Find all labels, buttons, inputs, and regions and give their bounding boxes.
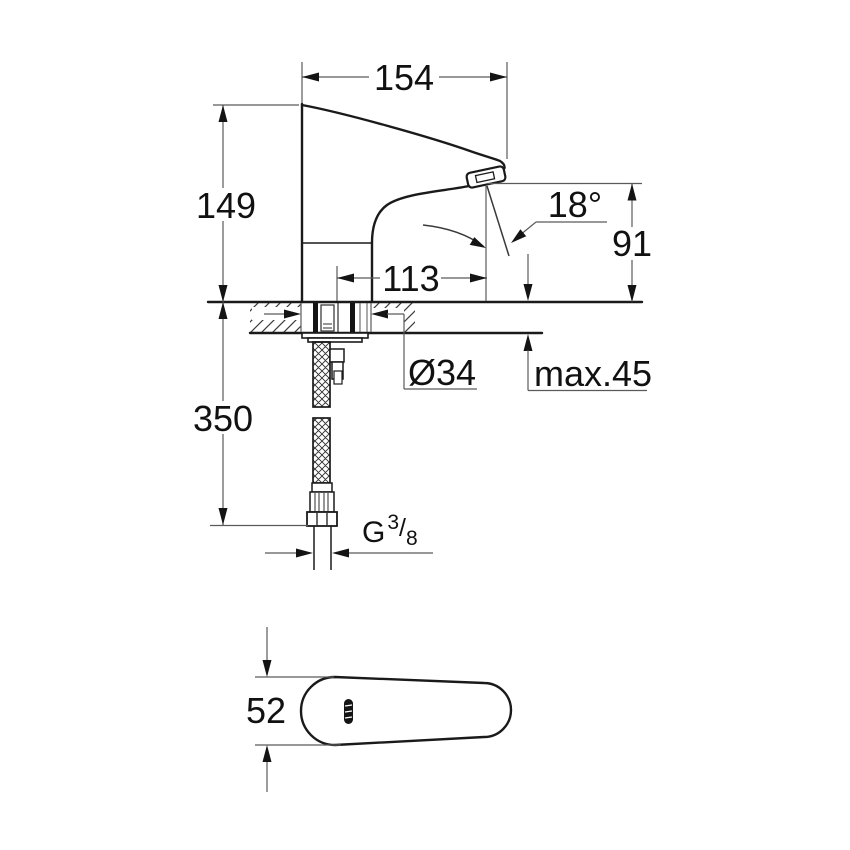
faucet-body [300,102,507,304]
spout-underside-curve [370,184,471,303]
dim-154: 154 [301,57,508,159]
top-view-width-label: 52 [246,690,286,731]
dim-hole-diameter: Ø34 [264,309,477,393]
dim-91: 91 [487,182,653,302]
thread-numerator: 3 [387,511,399,534]
dim-max-deck-thickness: max.45 [523,254,652,394]
outlet-height-label: 91 [612,223,652,264]
hex-nut [306,511,338,527]
dim-149: 149 [196,104,299,302]
spray-angle-group: 18° [422,184,607,301]
spout-reach-label: 113 [382,258,439,299]
thread-g: G [362,516,385,549]
hose-ferrule [309,482,335,513]
dim-113: 113 [336,258,487,301]
spout-width-label: 154 [374,57,434,98]
dim-350: 350 [193,302,308,527]
spray-angle-label: 18° [548,184,602,225]
hose-segment-lower [312,417,331,484]
aerator-outlet [465,165,507,189]
mounting-flange [301,332,369,343]
max-deck-thickness-label: max.45 [534,353,652,394]
hose-side-connector [329,348,345,363]
thread-label: G3/8 [362,511,418,550]
dim-thread: G3/8 [265,511,433,558]
thread-denominator: 8 [406,527,418,550]
top-view: 52 [246,627,513,792]
body-height-label: 149 [196,185,256,226]
sensor-logo-mark [344,699,353,724]
hose-length-label: 350 [193,398,253,439]
stream-angle-line [486,185,510,257]
thread-slash: / [399,514,406,542]
counter-section [206,300,644,335]
hole-diameter-label: Ø34 [408,352,476,393]
mounting-shank [313,303,368,332]
connection-hose [306,341,345,570]
dim-52: 52 [246,627,341,792]
body-top-curve [300,103,506,174]
hose-segment-upper [312,341,331,408]
front-view: 18° 154 149 350 [193,57,653,570]
